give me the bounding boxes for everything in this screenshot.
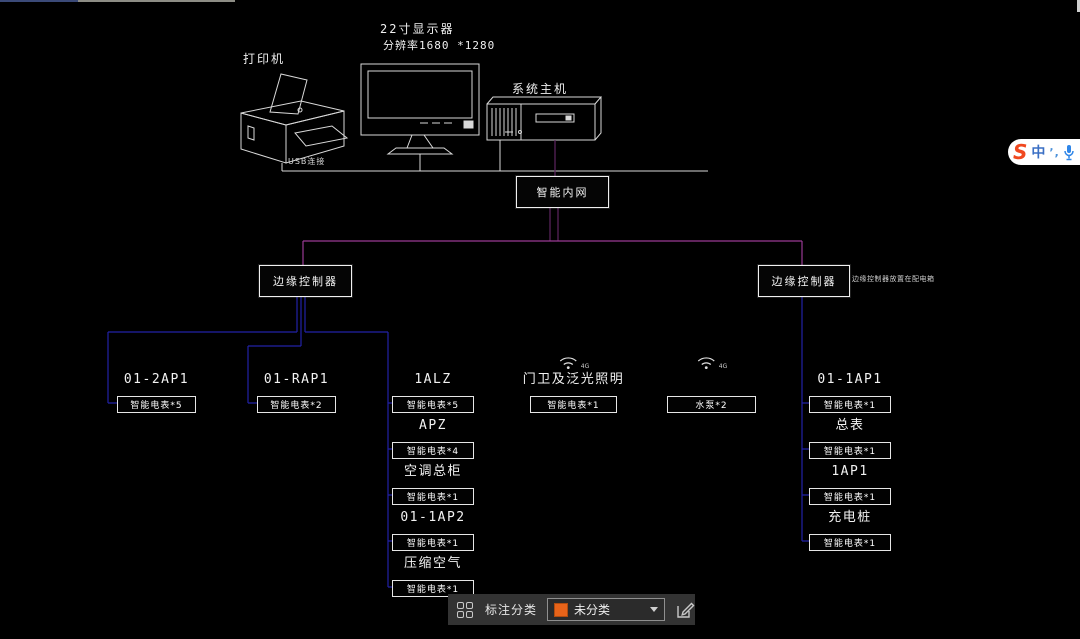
meter-box: 智能电表*1 (809, 534, 891, 551)
ime-mode-toggle[interactable]: 中 (1031, 145, 1046, 161)
usb-label: USB连接 (288, 157, 326, 166)
meter-label: 智能电表*1 (406, 539, 460, 549)
usb-bus-lines (281, 140, 708, 172)
wifi-icon: 4G (558, 354, 589, 370)
printer-label: 打印机 (243, 52, 286, 66)
monitor-title: 22寸显示器 (380, 22, 455, 36)
meter-label: 智能电表*1 (823, 539, 877, 549)
branch-title: 1AP1 (831, 464, 869, 479)
monitor-drawing (360, 63, 480, 155)
grid-icon[interactable] (457, 601, 473, 618)
meter-box: 智能电表*1 (530, 396, 617, 413)
meter-label: 水泵*2 (695, 401, 728, 411)
mic-icon[interactable] (1063, 144, 1075, 161)
category-color-swatch (554, 602, 569, 617)
branch-node: 01-2AP1 智能电表*5 (117, 372, 196, 413)
branch-node: 空调总柜 智能电表*1 (392, 464, 474, 505)
gateway-box: 智能内网 (516, 176, 609, 208)
branch-title: 01-RAP1 (263, 372, 330, 387)
branch-title: 充电桩 (828, 510, 872, 525)
annotation-toolbar: 标注分类 未分类 (448, 594, 695, 625)
wifi-sub-label: 4G (580, 363, 590, 370)
meter-box: 智能电表*2 (257, 396, 336, 413)
monitor-resolution: 分辨率1680 *1280 (383, 39, 496, 52)
meter-box: 智能电表*1 (809, 396, 891, 413)
meter-box: 智能电表*1 (392, 488, 474, 505)
meter-label: 智能电表*2 (270, 401, 323, 411)
meter-box: 智能电表*4 (392, 442, 474, 459)
meter-label: 智能电表*5 (130, 401, 183, 411)
edge-controller-left-label: 边缘控制器 (273, 275, 338, 288)
wireless-node: 4G 水泵*2 (667, 357, 756, 413)
wifi-icon: 4G (696, 354, 727, 370)
category-dropdown[interactable]: 未分类 (547, 598, 665, 621)
meter-label: 智能电表*4 (406, 447, 460, 457)
branch-node: 01-1AP1 智能电表*1 (809, 372, 891, 413)
meter-label: 智能电表*5 (406, 401, 460, 411)
branch-node: 总表 智能电表*1 (809, 418, 891, 459)
branch-node: 1AP1 智能电表*1 (809, 464, 891, 505)
branch-title: 空调总柜 (403, 464, 462, 479)
meter-label: 智能电表*1 (547, 401, 600, 411)
top-strip-blue (0, 0, 78, 2)
branch-title: 01-1AP2 (400, 510, 466, 525)
wireless-node: 4G 门卫及泛光照明 智能电表*1 (523, 357, 623, 413)
edge-controller-left: 边缘控制器 (259, 265, 352, 297)
gateway-label: 智能内网 (536, 186, 589, 199)
meter-box: 智能电表*5 (117, 396, 196, 413)
host-label: 系统主机 (512, 82, 569, 96)
edit-icon[interactable] (675, 600, 695, 620)
branch-title: APZ (419, 418, 447, 433)
sogou-logo-icon[interactable]: S (1013, 140, 1028, 164)
branch-title: 01-2AP1 (123, 372, 190, 387)
branch-node: 充电桩 智能电表*1 (809, 510, 891, 551)
branch-title: 门卫及泛光照明 (522, 372, 625, 387)
branch-title: 1ALZ (414, 372, 452, 387)
branch-title: 压缩空气 (403, 556, 462, 571)
meter-box: 水泵*2 (667, 396, 756, 413)
meter-box: 智能电表*1 (809, 442, 891, 459)
wifi-sub-label: 4G (718, 363, 728, 370)
branch-node: APZ 智能电表*4 (392, 418, 474, 459)
branch-node: 1ALZ 智能电表*5 (392, 372, 474, 413)
meter-label: 智能电表*1 (823, 447, 877, 457)
annotation-category-label: 标注分类 (485, 603, 538, 617)
meter-box: 智能电表*5 (392, 396, 474, 413)
edge-controller-right: 边缘控制器 (758, 265, 850, 297)
meter-label: 智能电表*1 (406, 493, 460, 503)
edge-controller-note: 边缘控制器放置在配电箱 (852, 275, 935, 283)
edge-controller-right-label: 边缘控制器 (771, 275, 837, 288)
ime-toolbar: S 中 ʼ, (1008, 139, 1080, 165)
meter-label: 智能电表*1 (406, 585, 460, 595)
branch-title: 总表 (835, 418, 865, 433)
host-drawing (486, 96, 603, 141)
meter-label: 智能电表*1 (823, 401, 877, 411)
branch-node: 01-RAP1 智能电表*2 (257, 372, 336, 413)
branch-node: 压缩空气 智能电表*1 (392, 556, 474, 597)
pen-icon[interactable]: ʼ, (1049, 145, 1060, 159)
meter-box: 智能电表*1 (392, 580, 474, 597)
category-dropdown-value: 未分类 (574, 603, 611, 617)
meter-box: 智能电表*1 (392, 534, 474, 551)
scrollbar-sliver (1077, 0, 1080, 12)
meter-box: 智能电表*1 (809, 488, 891, 505)
branch-node: 01-1AP2 智能电表*1 (392, 510, 474, 551)
chevron-down-icon (650, 607, 658, 612)
printer-drawing (240, 73, 349, 164)
trunk-links (302, 240, 803, 265)
meter-label: 智能电表*1 (823, 493, 877, 503)
branch-title: 01-1AP1 (817, 372, 883, 387)
top-strip-gray (78, 0, 235, 2)
